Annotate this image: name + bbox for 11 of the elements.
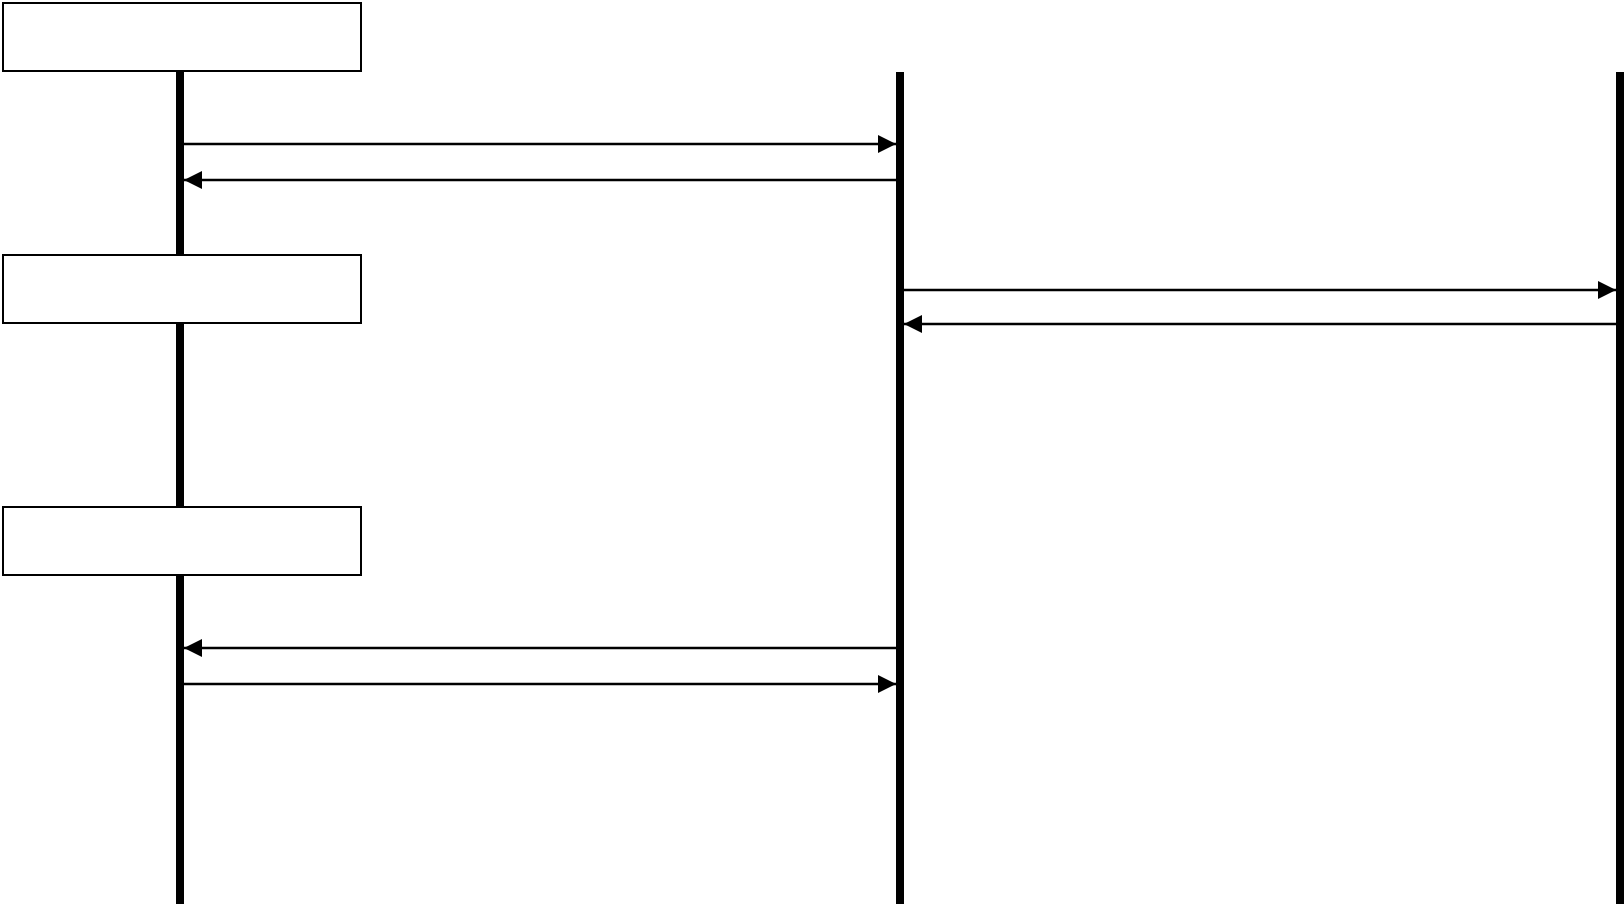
arrow [904,281,1616,299]
arrow [184,639,896,657]
empty-box [2,2,362,72]
arrow [184,675,896,693]
empty-box [2,254,362,324]
lifeline [1616,72,1624,904]
arrow [904,315,1616,333]
arrow [184,135,896,153]
empty-box [2,506,362,576]
lifeline [896,72,904,904]
arrow [184,171,896,189]
